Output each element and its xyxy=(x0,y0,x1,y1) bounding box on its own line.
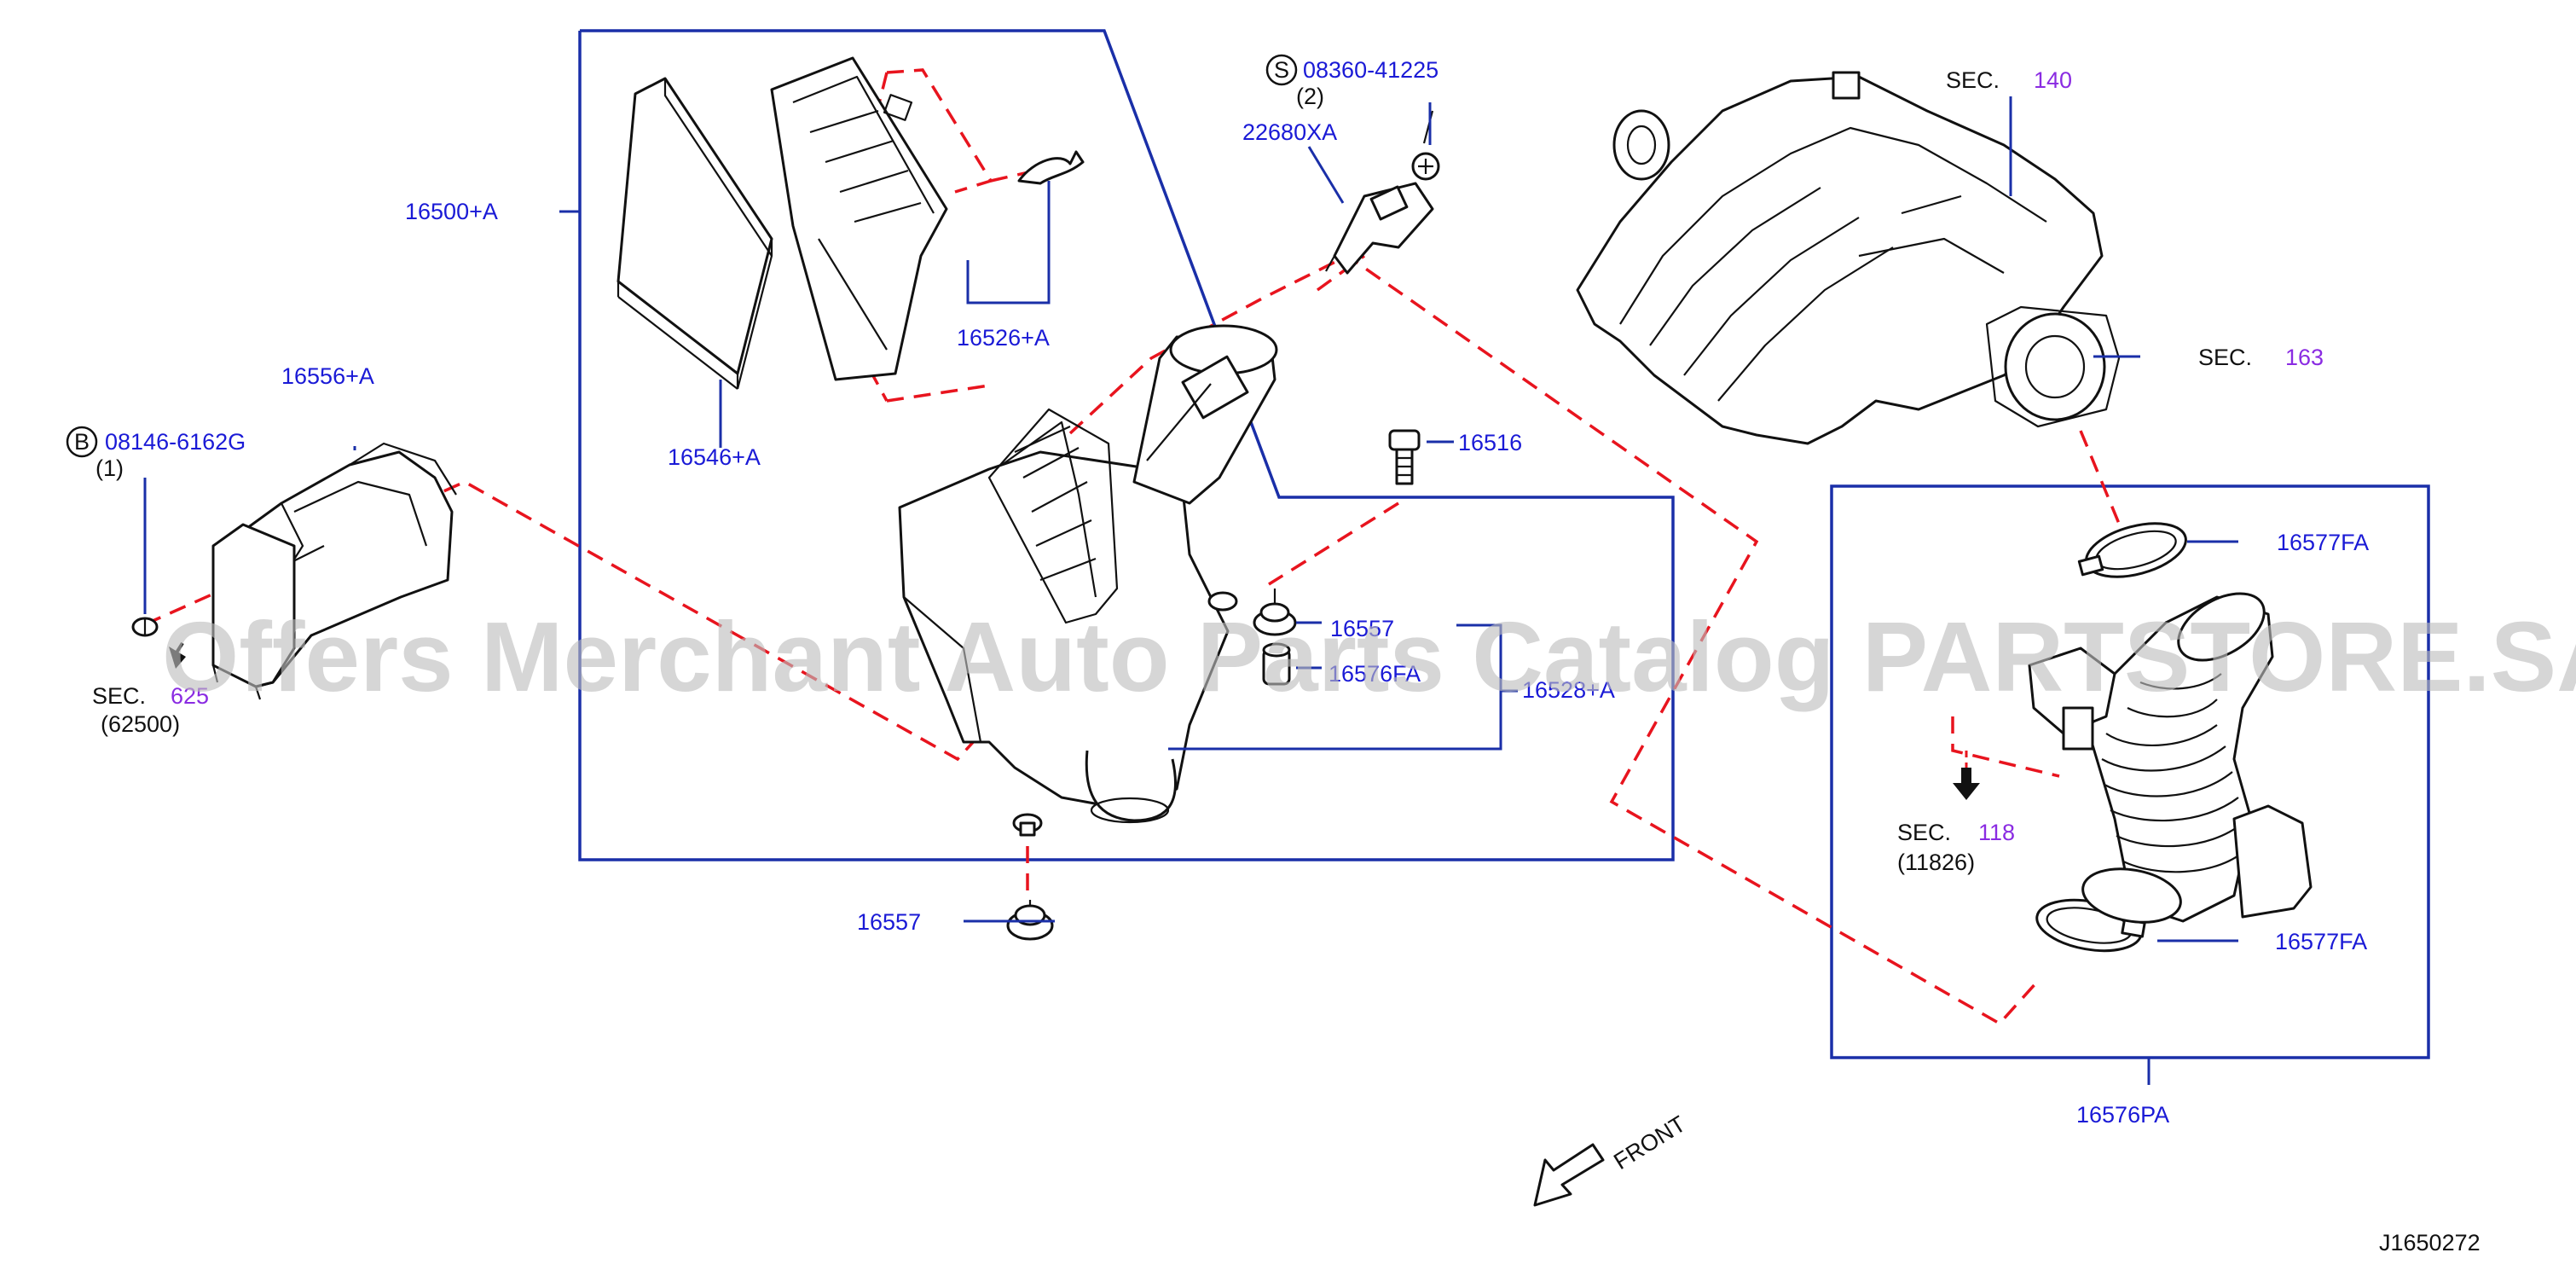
inlet-duct-group-box xyxy=(1830,484,2430,1059)
figure-id: J1650272 xyxy=(2379,1230,2480,1256)
callout-16576pa[interactable]: 16576PA xyxy=(2076,1102,2169,1128)
callout-08360-qty: (2) xyxy=(1296,84,1324,109)
sec163-prefix: SEC. xyxy=(2198,345,2252,370)
grommet-lower xyxy=(1006,900,1054,941)
case-foot xyxy=(1012,813,1043,837)
sensor-screw xyxy=(1411,110,1440,181)
callout-16516[interactable]: 16516 xyxy=(1458,430,1522,455)
callout-16577fa-bottom[interactable]: 16577FA xyxy=(2275,929,2367,954)
callout-08146-qty: (1) xyxy=(96,455,124,481)
front-indicator: FRONT xyxy=(1533,1111,1690,1207)
air-cleaner-group-box xyxy=(578,29,1675,861)
bellows-duct xyxy=(2028,592,2313,924)
sec118-arrow xyxy=(1953,751,1980,800)
front-arrow-sec625 xyxy=(169,641,186,669)
sec140-num: 140 xyxy=(2034,67,2072,93)
air-inlet-duct xyxy=(211,442,457,700)
callout-16576fa[interactable]: 16576FA xyxy=(1329,661,1421,687)
callout-16577fa-top[interactable]: 16577FA xyxy=(2277,530,2369,555)
sec140-prefix: SEC. xyxy=(1946,67,2000,93)
section-ref-140[interactable]: SEC. 140 xyxy=(1946,67,2072,93)
callout-16556-a[interactable]: 16556+A xyxy=(281,363,374,389)
sec625-prefix: SEC. xyxy=(92,683,146,709)
callout-16526-a[interactable]: 16526+A xyxy=(957,325,1050,351)
callout-16500-a[interactable]: 16500+A xyxy=(405,199,498,224)
callout-16557-upper[interactable]: 16557 xyxy=(1330,616,1394,641)
badge-s: S xyxy=(1265,54,1298,86)
sec625-num: 625 xyxy=(171,683,209,709)
callout-16557-lower[interactable]: 16557 xyxy=(857,909,921,935)
callout-08360-41225[interactable]: 08360-41225 xyxy=(1303,57,1439,83)
grommet-upper xyxy=(1253,589,1297,636)
badge-b: B xyxy=(66,426,98,458)
section-ref-163[interactable]: SEC. 163 xyxy=(2198,345,2324,370)
front-label: FRONT xyxy=(1609,1111,1690,1174)
section-ref-625[interactable]: SEC. 625 (62500) xyxy=(92,683,209,737)
sec625-sub: (62500) xyxy=(101,711,180,737)
section-ref-118[interactable]: SEC. 118 (11826) xyxy=(1897,820,2015,875)
clamp-upper xyxy=(2077,522,2187,578)
leader-lines xyxy=(143,96,2238,1085)
badge-s-letter: S xyxy=(1274,57,1289,83)
watermark: Offers Merchant Auto Parts Catalog PARTS… xyxy=(162,601,2576,712)
intake-snout xyxy=(1132,324,1278,505)
intake-manifold xyxy=(1576,71,2121,445)
air-cleaner-cover xyxy=(770,56,948,381)
bolt-16516 xyxy=(1388,429,1421,485)
airflow-sensor xyxy=(1325,182,1434,275)
callout-16546-a[interactable]: 16546+A xyxy=(668,444,761,470)
callout-22680xa[interactable]: 22680XA xyxy=(1242,119,1337,145)
badge-b-letter: B xyxy=(74,429,90,455)
callout-08146-6162g[interactable]: 08146-6162G xyxy=(105,429,246,455)
sec118-num: 118 xyxy=(1978,820,2015,845)
collar-16576fa xyxy=(1262,642,1291,686)
cover-clip xyxy=(1017,150,1085,185)
air-cleaner-case xyxy=(898,408,1238,824)
sec118-sub: (11826) xyxy=(1897,850,1975,875)
sec163-num: 163 xyxy=(2285,345,2324,370)
callout-16528-a[interactable]: 16528+A xyxy=(1522,677,1615,703)
duct-bolt xyxy=(131,617,159,637)
sec118-prefix: SEC. xyxy=(1897,820,1951,845)
air-filter-element xyxy=(617,77,773,390)
